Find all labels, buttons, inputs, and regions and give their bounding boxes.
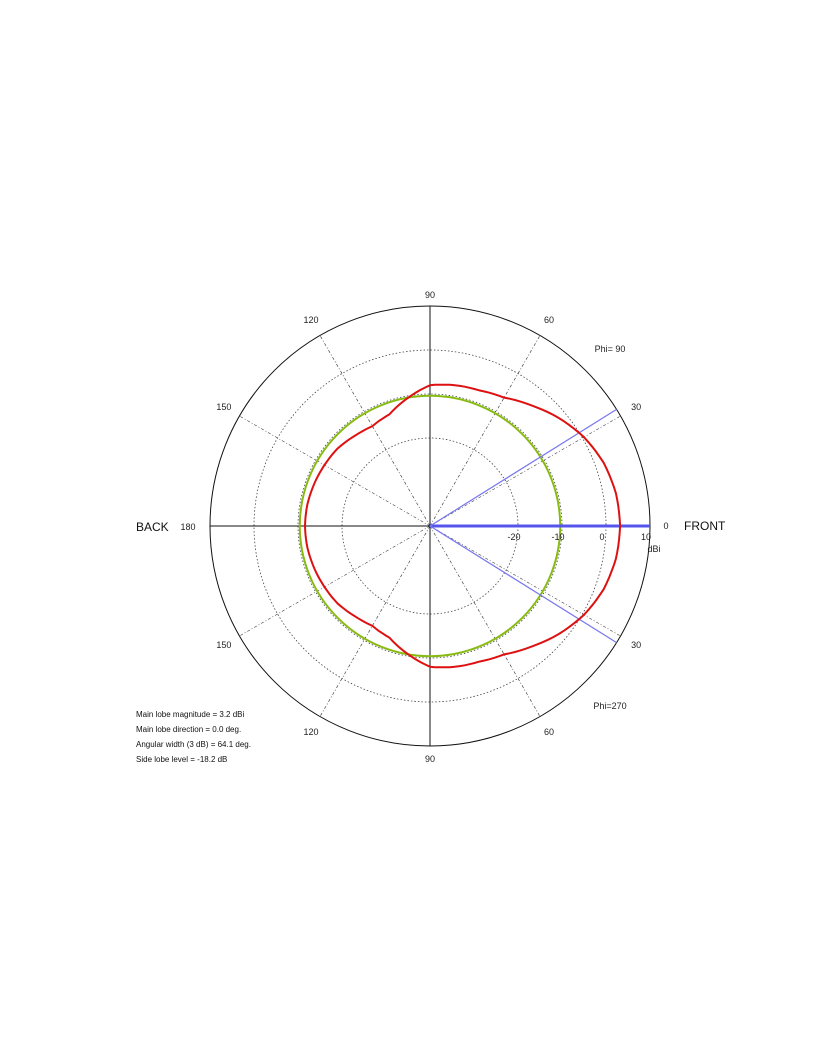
beamwidth-line xyxy=(429,408,617,527)
angle-tick-label: 60 xyxy=(544,315,554,325)
radial-tick-label: -10 xyxy=(551,532,564,542)
info-line: Angular width (3 dB) = 64.1 deg. xyxy=(136,740,251,749)
angle-tick-label: 180 xyxy=(180,522,195,532)
radiation-pattern-curve xyxy=(303,383,622,669)
angle-spoke xyxy=(429,415,621,527)
angle-spoke xyxy=(319,525,431,717)
angle-spoke xyxy=(429,335,541,527)
radial-tick-label: 0 xyxy=(599,532,604,542)
unit-label: dBi xyxy=(647,544,660,554)
phi-upper-label: Phi= 90 xyxy=(595,344,626,354)
beamwidth-line xyxy=(429,525,617,644)
angle-tick-label: 150 xyxy=(216,402,231,412)
angle-tick-label: 90 xyxy=(425,290,435,300)
angle-tick-label: 0 xyxy=(663,521,668,531)
back-label: BACK xyxy=(136,520,169,534)
phi-lower-label: Phi=270 xyxy=(593,701,626,711)
angle-tick-label: 150 xyxy=(216,640,231,650)
angle-tick-label: 120 xyxy=(303,315,318,325)
info-line: Side lobe level = -18.2 dB xyxy=(136,755,227,764)
angle-spoke xyxy=(239,525,431,637)
info-line: Main lobe direction = 0.0 deg. xyxy=(136,725,241,734)
info-line: Main lobe magnitude = 3.2 dBi xyxy=(136,710,245,719)
angle-tick-label: 60 xyxy=(544,727,554,737)
angle-spoke xyxy=(239,415,431,527)
angle-spoke xyxy=(319,335,431,527)
front-label: FRONT xyxy=(684,519,726,533)
radial-tick-label: 10 xyxy=(641,532,651,542)
angle-spoke xyxy=(429,525,541,717)
angle-tick-label: 120 xyxy=(303,727,318,737)
angle-tick-label: 30 xyxy=(631,640,641,650)
angle-tick-label: 90 xyxy=(425,754,435,764)
radial-tick-label: -20 xyxy=(507,532,520,542)
angle-tick-label: 30 xyxy=(631,402,641,412)
angle-spoke xyxy=(429,525,621,637)
